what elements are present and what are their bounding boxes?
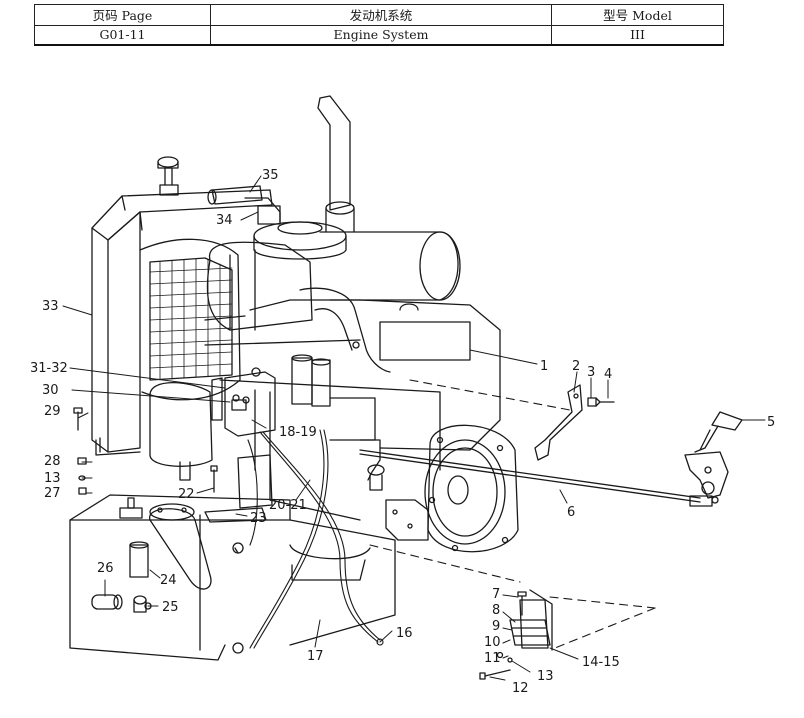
callout-2: 2 <box>572 359 580 374</box>
callout-20-21: 20-21 <box>269 498 307 513</box>
callout-22: 22 <box>178 487 195 502</box>
callout-13-lower: 13 <box>537 669 554 684</box>
exhaust-pipe <box>317 95 355 233</box>
callout-14-15: 14-15 <box>582 655 620 670</box>
callout-17: 17 <box>307 649 324 664</box>
callout-13-upper: 13 <box>44 471 61 486</box>
system-title-en: Engine System <box>210 25 552 46</box>
callout-9: 9 <box>492 619 500 634</box>
air-intake-pipe <box>207 185 281 225</box>
callout-5: 5 <box>767 415 775 430</box>
callout-11: 11 <box>484 651 501 666</box>
callout-31-32: 31-32 <box>30 361 68 376</box>
model-label: 型号 Model <box>551 4 724 26</box>
callout-8: 8 <box>492 603 500 618</box>
muffler <box>319 231 461 301</box>
guide-lines <box>369 379 656 649</box>
callout-35: 35 <box>262 168 279 183</box>
callout-7: 7 <box>492 587 500 602</box>
page-label: 页码 Page <box>34 4 211 26</box>
engine-block <box>204 299 501 521</box>
callout-4: 4 <box>604 367 612 382</box>
callout-26: 26 <box>97 561 114 576</box>
callout-29: 29 <box>44 404 61 419</box>
throttle-cable <box>359 439 719 507</box>
title-block: 页码 Page 发动机系统 型号 Model G01-11 Engine Sys… <box>34 4 724 46</box>
callout-18-19: 18-19 <box>279 425 317 440</box>
callout-25: 25 <box>162 600 179 615</box>
accelerator-pedal <box>684 411 743 499</box>
callout-27: 27 <box>44 486 61 501</box>
callout-30: 30 <box>42 383 59 398</box>
throttle-bracket <box>534 384 615 461</box>
callout-labels: 1 2 3 4 5 6 7 8 9 10 11 12 13 14-15 16 1… <box>30 168 775 696</box>
filler-neck <box>91 503 212 613</box>
model-value: III <box>551 25 724 46</box>
callout-28: 28 <box>44 454 61 469</box>
radiator-grid <box>149 258 233 381</box>
callout-3: 3 <box>587 365 595 380</box>
callout-24: 24 <box>160 573 177 588</box>
fuel-lines <box>247 429 384 649</box>
callout-10: 10 <box>484 635 501 650</box>
callout-16: 16 <box>396 626 413 641</box>
callout-6: 6 <box>567 505 575 520</box>
side-tank <box>149 382 213 481</box>
callout-33: 33 <box>42 299 59 314</box>
callout-12: 12 <box>512 681 529 696</box>
callout-1: 1 <box>540 359 548 374</box>
page-number: G01-11 <box>34 25 211 46</box>
small-hardware <box>73 407 87 495</box>
flywheel-housing <box>385 424 519 553</box>
engine-mount <box>479 589 553 680</box>
air-cleaner <box>206 221 391 373</box>
leader-lines <box>62 175 766 681</box>
callout-23: 23 <box>250 511 267 526</box>
callout-34: 34 <box>216 213 233 228</box>
fuel-tank <box>69 494 396 661</box>
fuel-filter-assembly <box>211 367 276 437</box>
